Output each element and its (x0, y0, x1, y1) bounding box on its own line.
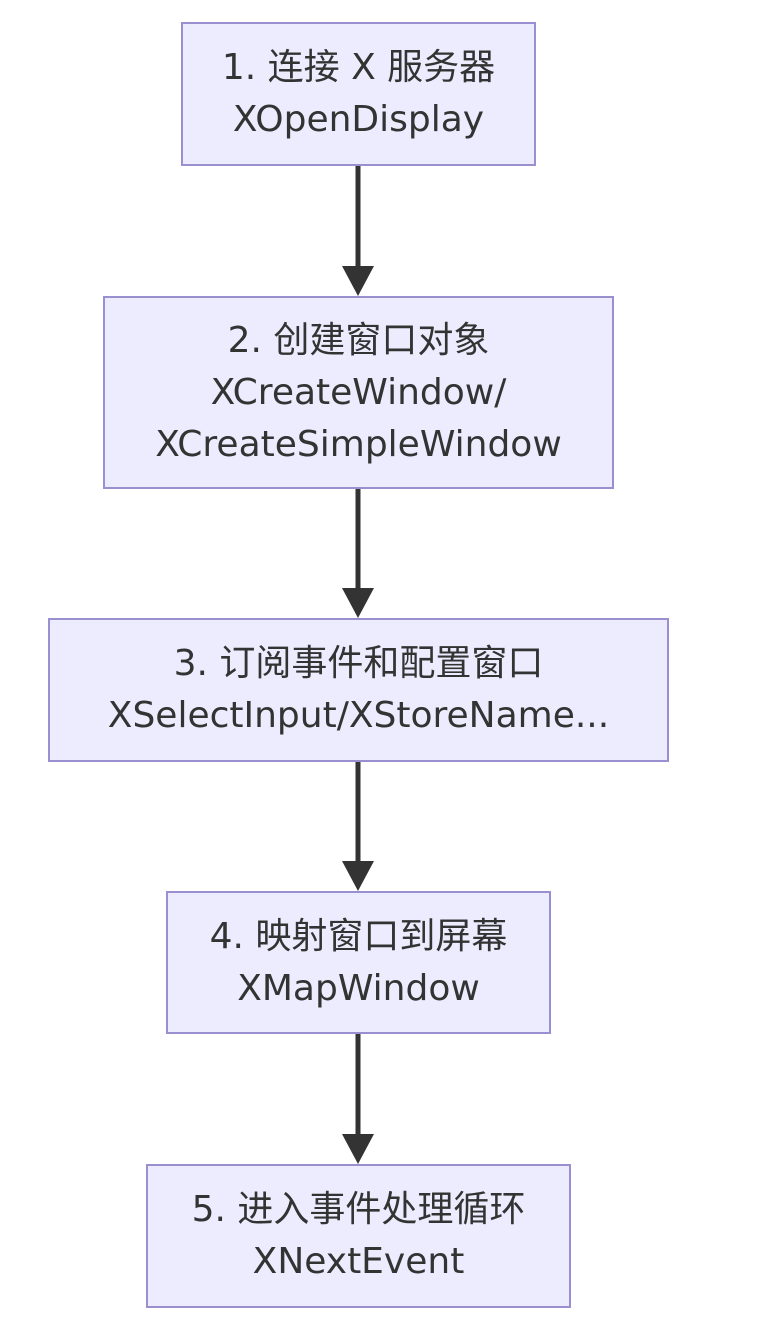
node-step-1-title: 1. 连接 X 服务器 (221, 47, 496, 88)
edge-4-5-arrowhead (342, 1134, 374, 1164)
node-step-5-function: XNextEvent (252, 1241, 465, 1282)
edge-3-4-arrowhead (342, 861, 374, 891)
node-step-1-connect-x-server: 1. 连接 X 服务器 XOpenDisplay (181, 22, 536, 166)
node-step-3-subscribe-events: 3. 订阅事件和配置窗口 XSelectInput/XStoreName... (48, 618, 669, 762)
node-step-1-function: XOpenDisplay (232, 99, 485, 140)
node-step-5-event-loop: 5. 进入事件处理循环 XNextEvent (146, 1164, 571, 1308)
edge-1-2-arrowhead (342, 266, 374, 296)
node-step-2-function-b: XCreateSimpleWindow (155, 423, 562, 465)
node-step-2-function-a: XCreateWindow/ (210, 371, 507, 413)
node-step-3-title: 3. 订阅事件和配置窗口 (173, 643, 544, 684)
node-step-4-map-window: 4. 映射窗口到屏幕 XMapWindow (166, 891, 551, 1034)
node-step-4-function: XMapWindow (237, 967, 480, 1009)
node-step-3-function: XSelectInput/XStoreName... (107, 695, 610, 736)
edge-2-3-arrowhead (342, 588, 374, 618)
node-step-2-title: 2. 创建窗口对象 (227, 319, 490, 361)
node-step-4-title: 4. 映射窗口到屏幕 (209, 915, 508, 957)
node-step-5-title: 5. 进入事件处理循环 (191, 1189, 526, 1230)
node-step-2-create-window: 2. 创建窗口对象 XCreateWindow/ XCreateSimpleWi… (103, 296, 614, 489)
